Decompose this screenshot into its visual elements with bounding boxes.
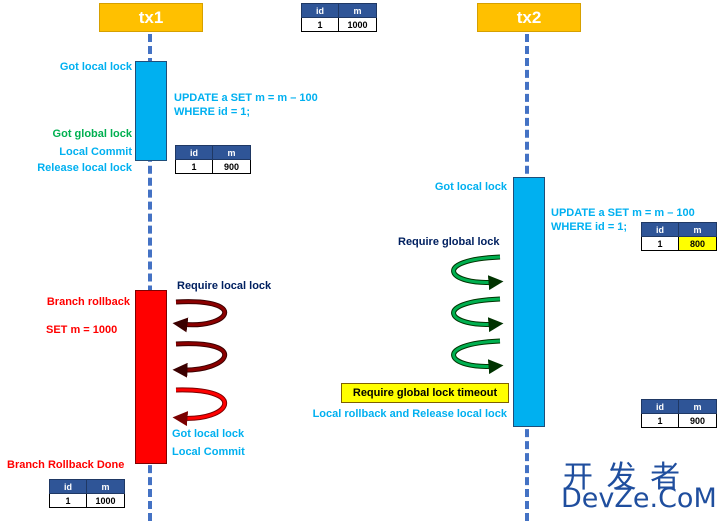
tx1-branch-rollback: Branch rollback bbox=[46, 296, 130, 308]
tx1-update-sql-line2: WHERE id = 1; bbox=[174, 106, 251, 118]
green-retry-arrow-3 bbox=[451, 338, 504, 375]
col-id-header: id bbox=[49, 479, 87, 494]
tx2-timeout-box: Require global lock timeout bbox=[341, 383, 509, 403]
col-id-header: id bbox=[641, 399, 679, 414]
col-m-header: m bbox=[678, 399, 717, 414]
tx2-require-global-lock: Require global lock bbox=[398, 236, 500, 248]
tx2-rollback-release: Local rollback and Release local lock bbox=[312, 408, 507, 420]
tx2-update-sql-line1: UPDATE a SET m = m – 100 bbox=[551, 207, 695, 219]
tx1-update-sql-line1: UPDATE a SET m = m – 100 bbox=[174, 92, 318, 104]
tx1-got-local-lock: Got local lock bbox=[59, 61, 132, 73]
tx1-got-global-lock: Got global lock bbox=[52, 128, 132, 140]
tx1-branch-rollback-done: Branch Rollback Done bbox=[7, 459, 125, 471]
cell-id: 1 bbox=[641, 236, 679, 251]
tx1-rollback-bar bbox=[135, 290, 167, 464]
watermark-domain: DevZe.CoM bbox=[561, 483, 717, 514]
col-id-header: id bbox=[301, 3, 339, 18]
tx2-got-local-lock: Got local lock bbox=[434, 181, 507, 193]
tx2-header: tx2 bbox=[477, 3, 581, 32]
tx2-update-bar bbox=[513, 177, 545, 427]
col-m-header: m bbox=[86, 479, 125, 494]
tx1-release-local-lock: Release local lock bbox=[37, 162, 132, 174]
watermark-chinese: 开 发 者 bbox=[563, 460, 683, 495]
cell-id: 1 bbox=[641, 413, 679, 428]
tx1-local-commit-2: Local Commit bbox=[172, 446, 245, 458]
tx1-header: tx1 bbox=[99, 3, 203, 32]
col-m-header: m bbox=[212, 145, 251, 160]
green-retry-arrow-2 bbox=[451, 296, 504, 333]
tx1-update-bar bbox=[135, 61, 167, 161]
dark-red-retry-arrow-2 bbox=[172, 341, 228, 378]
dark-red-retry-arrow-1 bbox=[172, 299, 228, 333]
cell-m: 900 bbox=[678, 413, 717, 428]
col-id-header: id bbox=[641, 222, 679, 237]
cell-m: 1000 bbox=[86, 493, 125, 508]
tx1-require-local-lock: Require local lock bbox=[177, 280, 272, 292]
cell-id: 1 bbox=[301, 17, 339, 32]
green-retry-arrow-1 bbox=[451, 254, 504, 291]
tx1-local-commit: Local Commit bbox=[59, 146, 132, 158]
tx1-got-local-lock-2: Got local lock bbox=[172, 428, 245, 440]
cell-id: 1 bbox=[175, 159, 213, 174]
cell-m: 1000 bbox=[338, 17, 377, 32]
cell-m-highlighted: 800 bbox=[678, 236, 717, 251]
tx2-update-sql-line2: WHERE id = 1; bbox=[551, 221, 628, 233]
red-acquire-arrow bbox=[172, 387, 228, 427]
cell-id: 1 bbox=[49, 493, 87, 508]
tx1-lifeline bbox=[148, 34, 152, 521]
tx1-set-m: SET m = 1000 bbox=[46, 324, 118, 336]
cell-m: 900 bbox=[212, 159, 251, 174]
